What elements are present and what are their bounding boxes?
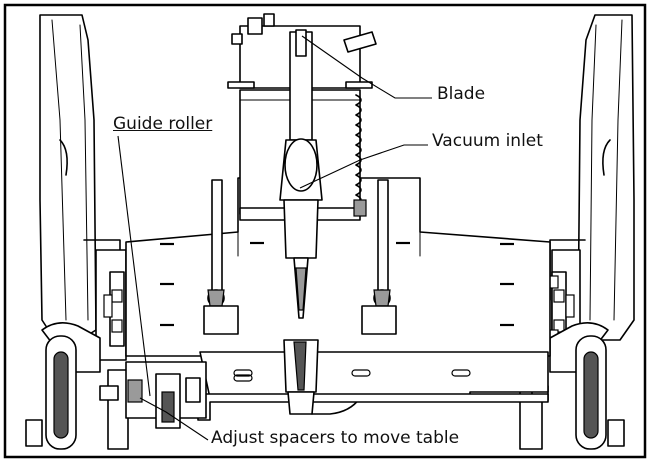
left-wheel — [25, 322, 101, 450]
right-arm — [549, 14, 635, 341]
right-wheel — [549, 322, 625, 450]
callout-adjust-spacers: Adjust spacers to move table — [211, 428, 460, 448]
guide-roller-leader — [117, 135, 151, 397]
callout-blade: Blade — [437, 84, 486, 104]
blade-leader — [301, 35, 432, 99]
vacuum-inlet-leader — [299, 144, 428, 189]
callout-guide-roller: Guide roller — [113, 114, 213, 134]
side-brackets — [95, 249, 581, 361]
blade-carrier — [279, 29, 323, 319]
left-arm — [39, 14, 121, 341]
adjust-spacers-leader — [139, 397, 209, 441]
guide-roller-assembly — [125, 361, 207, 429]
callout-vacuum-inlet: Vacuum inlet — [432, 131, 543, 151]
blade-guide-lower — [283, 339, 319, 415]
leader-lines — [117, 35, 432, 441]
drawing-border — [3, 3, 647, 459]
support-columns — [203, 179, 397, 335]
